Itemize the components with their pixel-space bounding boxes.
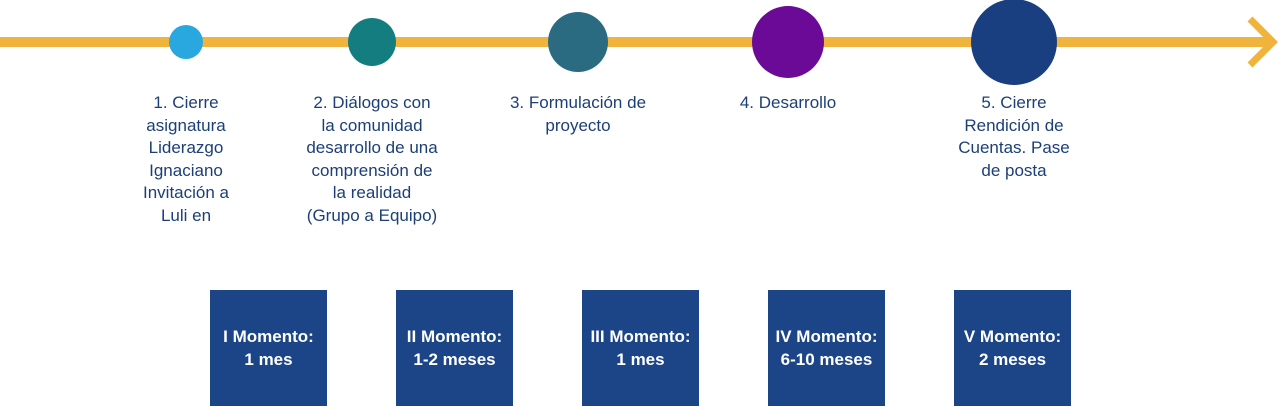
- moment-2-title: II Momento:: [406, 327, 503, 346]
- moment-box-3: III Momento: 1 mes: [582, 290, 699, 406]
- step-4-label: 4. Desarrollo: [739, 93, 837, 112]
- step-5-dot: [971, 0, 1057, 85]
- moment-box-1: I Momento: 1 mes: [210, 290, 327, 406]
- moment-box-4: IV Momento: 6-10 meses: [768, 290, 885, 406]
- step-2-label: 2. Diálogos con la comunidad desarrollo …: [306, 93, 438, 225]
- step-3-label: 3. Formulación de proyecto: [509, 93, 647, 135]
- moment-5-title: V Momento:: [963, 327, 1062, 346]
- step-5-label: 5. Cierre Rendición de Cuentas. Pase de …: [958, 93, 1070, 180]
- step-1-label: 1. Cierre asignatura Liderazgo Ignaciano…: [143, 93, 229, 225]
- moment-box-2: II Momento: 1-2 meses: [396, 290, 513, 406]
- moment-3-title: III Momento:: [590, 327, 691, 346]
- moment-5-duration: 2 meses: [978, 350, 1047, 369]
- step-3-dot: [548, 12, 608, 72]
- step-4-dot: [752, 6, 824, 78]
- timeline-arrow: [0, 16, 1278, 68]
- timeline-arrow-head: [1247, 16, 1278, 68]
- step-2-dot: [348, 18, 396, 66]
- moment-4-duration: 6-10 meses: [780, 350, 873, 369]
- moment-1-duration: 1 mes: [244, 350, 293, 369]
- moment-box-5: V Momento: 2 meses: [954, 290, 1071, 406]
- moment-2-duration: 1-2 meses: [413, 350, 496, 369]
- moment-1-title: I Momento:: [223, 327, 314, 346]
- moment-3-duration: 1 mes: [616, 350, 665, 369]
- step-1-dot: [169, 25, 203, 59]
- moment-4-title: IV Momento:: [775, 327, 878, 346]
